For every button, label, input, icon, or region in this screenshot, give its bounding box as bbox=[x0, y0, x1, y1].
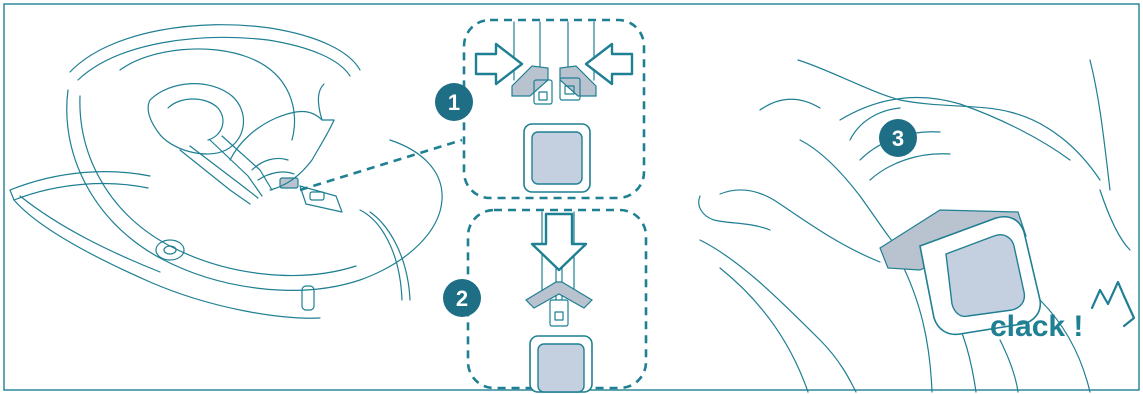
arrow-right-icon bbox=[476, 44, 522, 84]
clack-sound-label: clack ! bbox=[990, 310, 1083, 343]
step-2-detail-box bbox=[468, 210, 646, 392]
callout-leader-line bbox=[300, 140, 462, 190]
click-sound-icon bbox=[1092, 282, 1124, 308]
arrow-down-icon bbox=[532, 214, 586, 270]
step-1-detail-box bbox=[464, 20, 644, 198]
arrow-left-icon bbox=[586, 44, 632, 84]
car-seat-illustration bbox=[10, 25, 442, 319]
step-badge-3: 3 bbox=[879, 119, 917, 157]
step-badge-2: 2 bbox=[443, 279, 481, 317]
buckle-release-button-2 bbox=[538, 344, 584, 392]
step-badge-1: 1 bbox=[435, 83, 473, 121]
buckle-release-button bbox=[532, 132, 582, 184]
step-number-3: 3 bbox=[892, 126, 904, 151]
step-number-2: 2 bbox=[456, 286, 468, 311]
step-number-1: 1 bbox=[448, 90, 460, 115]
